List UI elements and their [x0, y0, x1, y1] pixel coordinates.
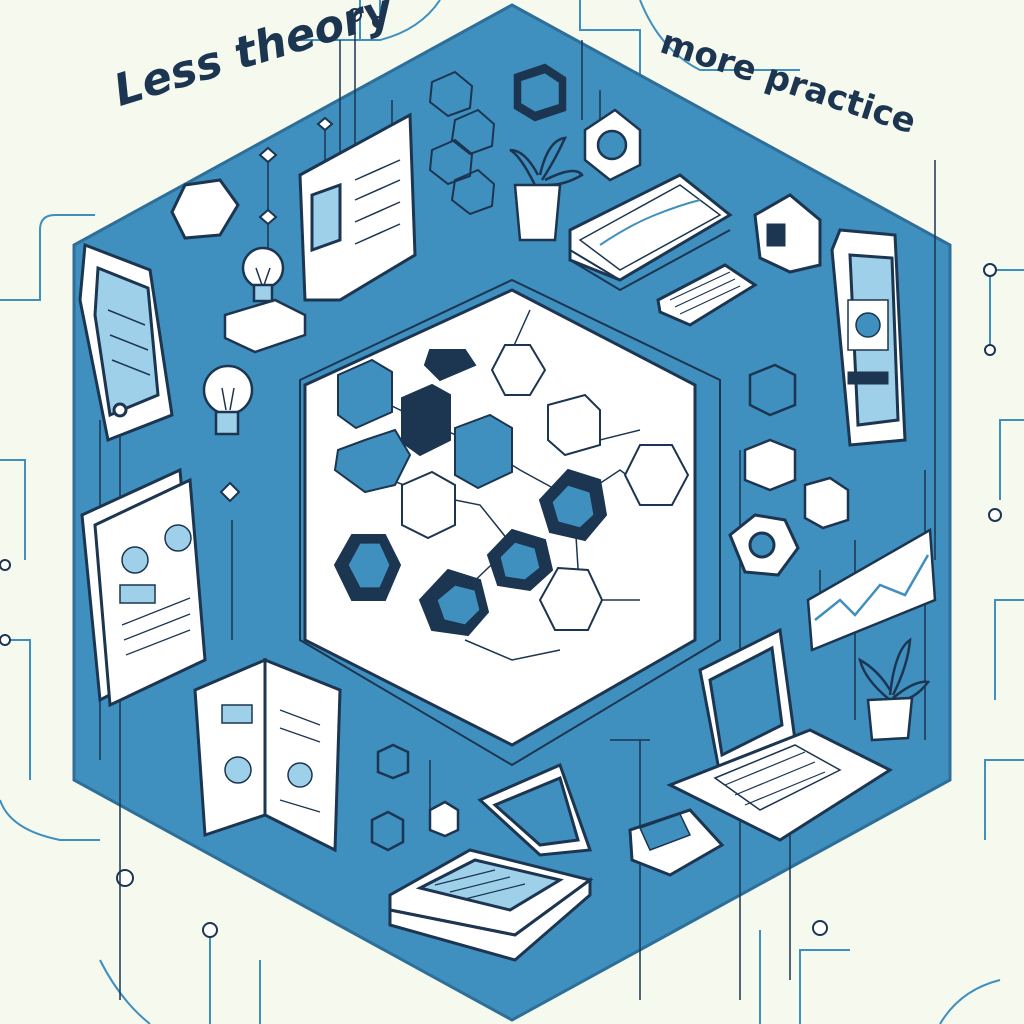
cube-icon — [513, 63, 567, 122]
lightbulb-icon — [223, 246, 307, 354]
book-icon — [568, 173, 733, 292]
hexagon-network-icon — [333, 309, 690, 661]
line-chart-icon — [806, 527, 937, 652]
lightbulb-icon — [202, 364, 254, 436]
laptop-icon — [388, 848, 594, 962]
chip-icon — [219, 116, 334, 503]
plant-icon — [509, 136, 584, 242]
tablet-frame-icon — [477, 762, 593, 857]
small-hexagon-icon — [170, 178, 240, 240]
house-icon — [753, 193, 822, 274]
cube-icon — [370, 743, 460, 852]
keyboard-icon — [656, 263, 758, 327]
book-icon — [628, 808, 725, 877]
gear-icon — [583, 108, 642, 182]
book-icon — [193, 657, 342, 853]
inner-hexagon-outline — [299, 278, 721, 767]
plant-icon — [858, 637, 931, 742]
tablet-icon — [78, 242, 174, 443]
document-icon — [80, 467, 207, 708]
smartphone-icon — [830, 228, 907, 447]
document-icon — [298, 112, 417, 302]
circuit-nodes — [0, 8, 1002, 938]
gear-icon — [728, 513, 800, 577]
hexagon-chain-icon — [428, 70, 496, 216]
cube-icon — [743, 363, 850, 530]
laptop-icon — [666, 627, 894, 842]
